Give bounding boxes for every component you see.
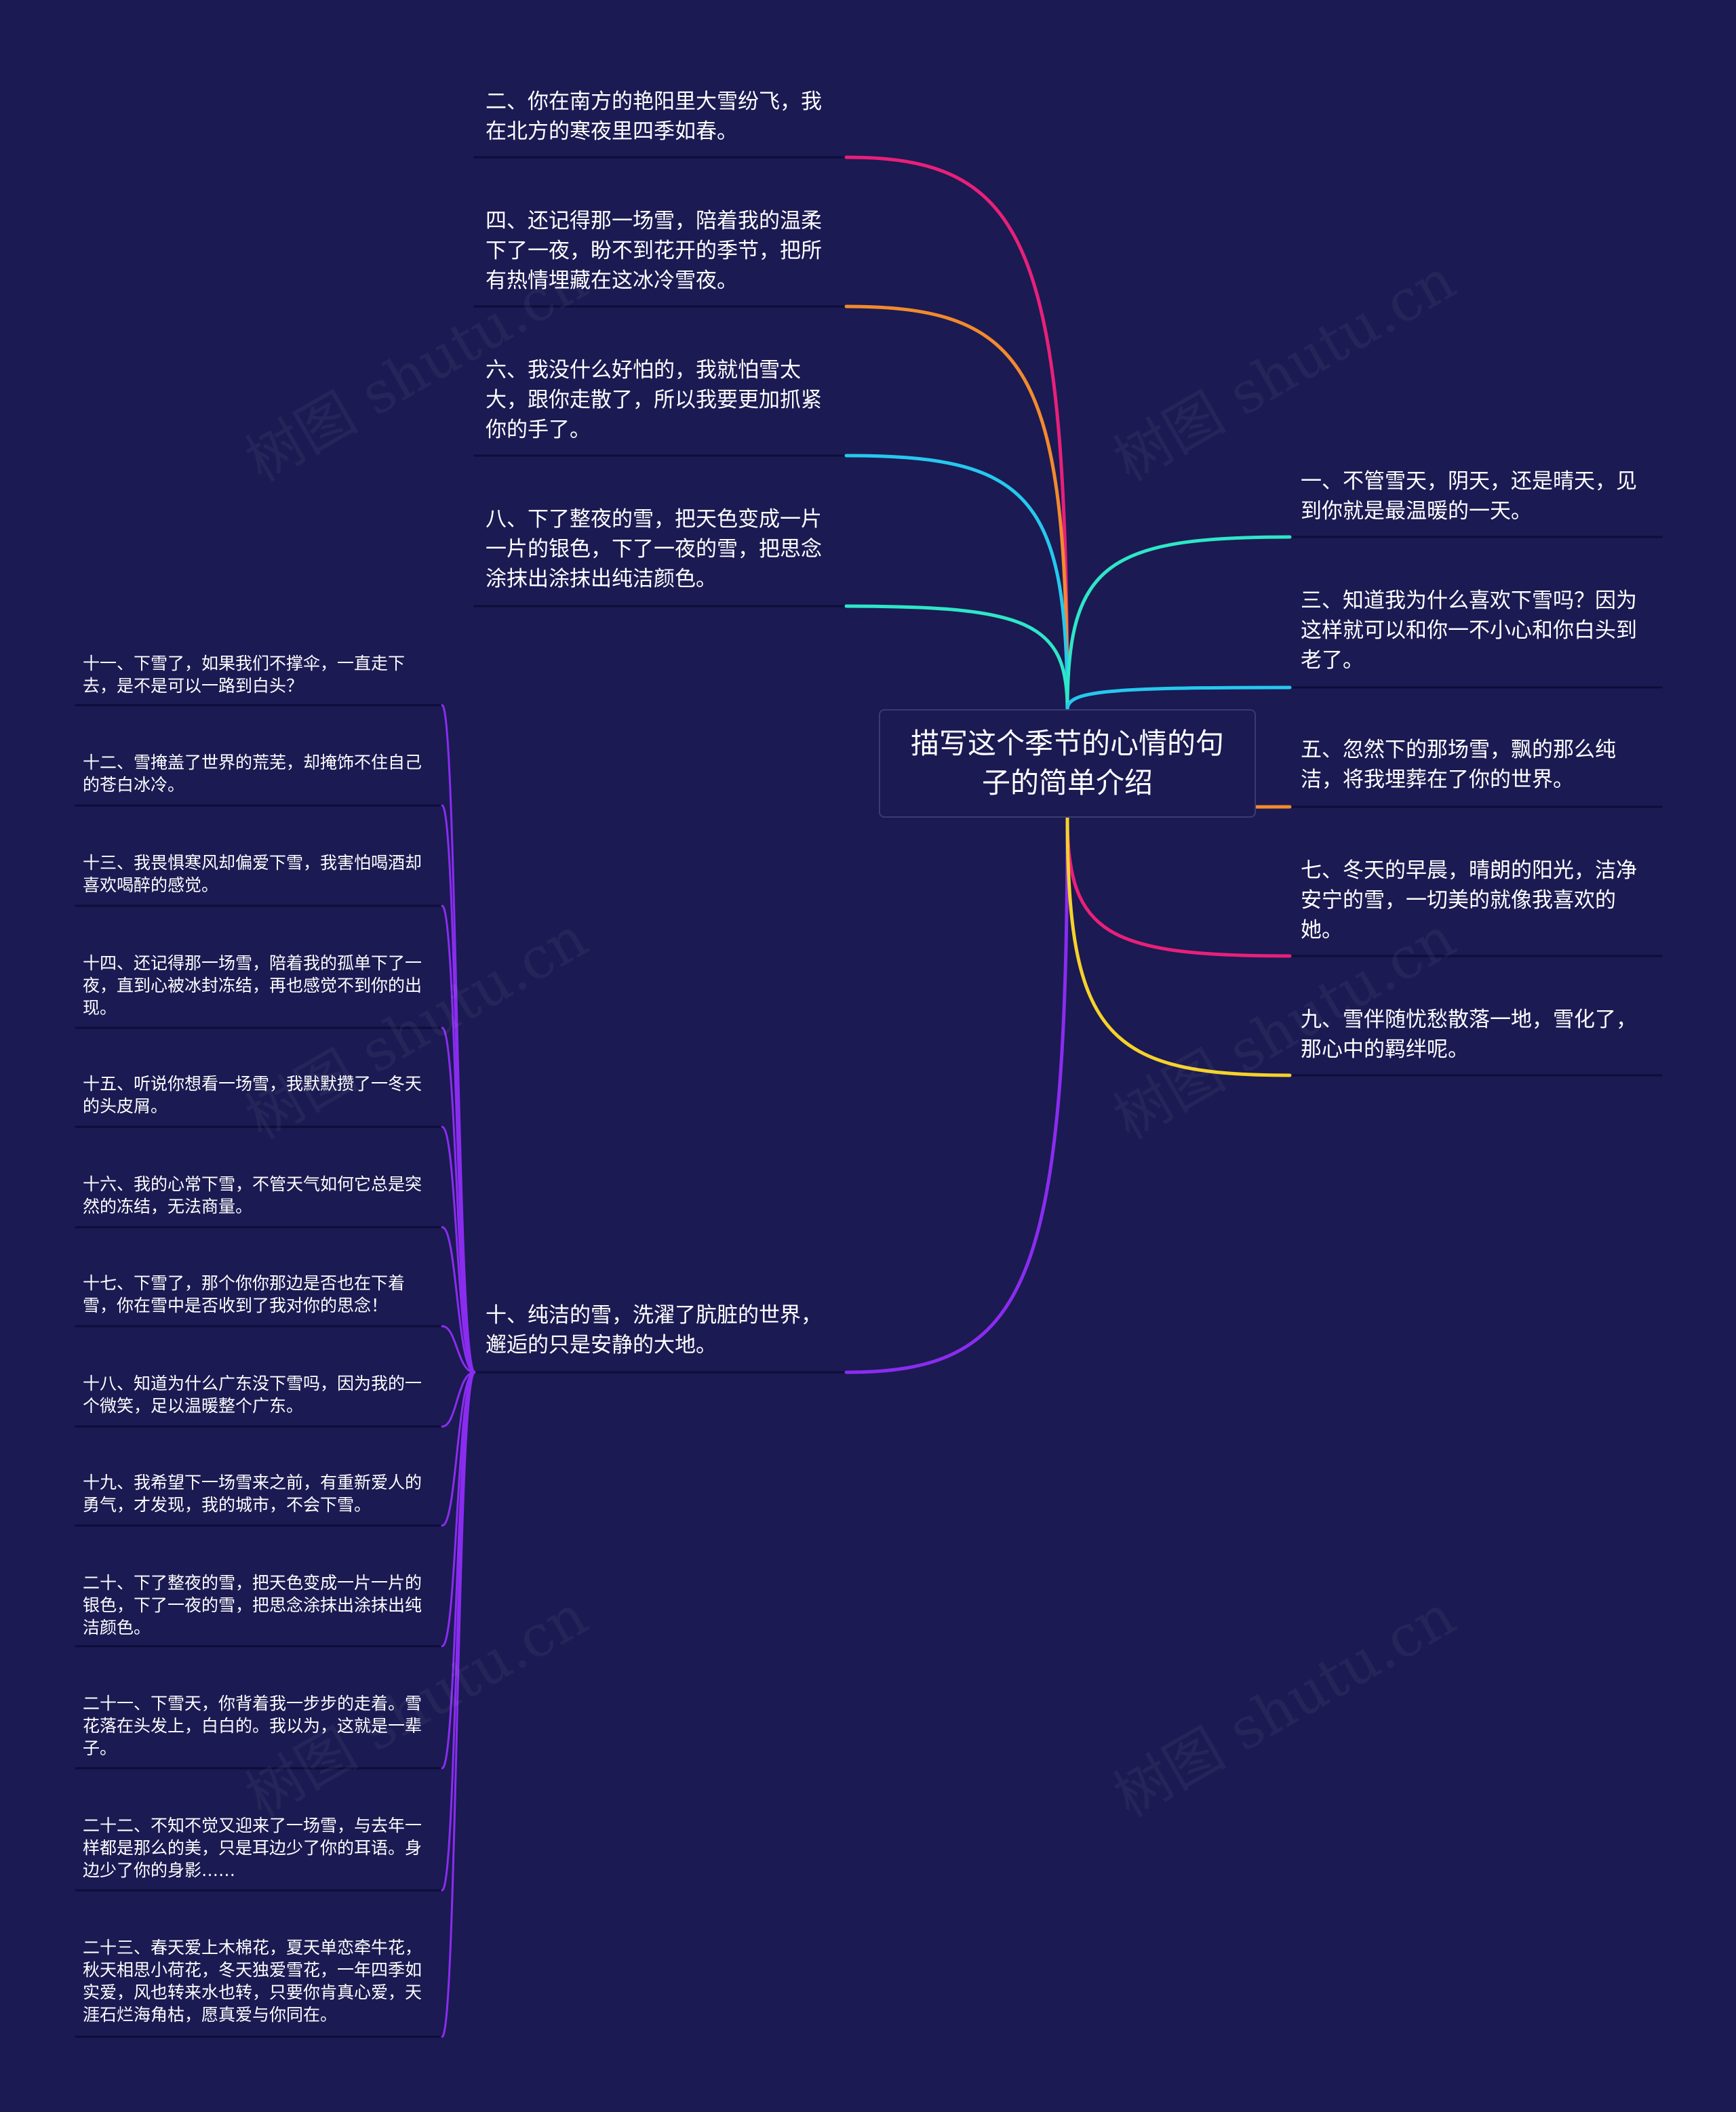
sub-branch-node[interactable]: 十二、雪掩盖了世界的荒芜，却掩饰不住自己的苍白冰冷。 <box>83 753 422 795</box>
sub-branch-connector <box>441 1371 476 2038</box>
sub-branch-node[interactable]: 十六、我的心常下雪，不管天气如何它总是突然的冻结，无法商量。 <box>83 1174 422 1216</box>
right-branch-connector <box>1065 816 1292 1077</box>
right-branch-node[interactable]: 九、雪伴随忧愁散落一地，雪化了，那心中的羁绊呢。 <box>1301 1008 1637 1062</box>
root-topic[interactable]: 描写这个季节的心情的句子的简单介绍 <box>879 709 1256 818</box>
right-branch-node[interactable]: 七、冬天的早晨，晴朗的阳光，洁净安宁的雪，一切美的就像我喜欢的她。 <box>1301 858 1637 942</box>
sub-branch-node[interactable]: 十三、我畏惧寒风却偏爱下雪，我害怕喝酒却喜欢喝醉的感觉。 <box>83 853 422 895</box>
right-branch-connector <box>1065 535 1292 711</box>
left-branch-connector <box>844 454 1069 711</box>
left-branch-connector <box>844 816 1069 1374</box>
left-branch-connector <box>844 304 1069 711</box>
sub-branch-node[interactable]: 十七、下雪了，那个你你那边是否也在下着雪，你在雪中是否收到了我对你的思念！ <box>83 1273 406 1315</box>
right-branch-node[interactable]: 五、忽然下的那场雪，飘的那么纯洁，将我埋葬在了你的世界。 <box>1301 738 1616 792</box>
right-branch-connector <box>1065 685 1292 711</box>
sub-branch-connector <box>441 1027 476 1374</box>
sub-branch-connector <box>441 1325 476 1374</box>
sub-branch-node[interactable]: 二十二、不知不觉又迎来了一场雪，与去年一样都是那么的美，只是耳边少了你的耳语。身… <box>83 1816 422 1880</box>
left-branch-node[interactable]: 八、下了整夜的雪，把天色变成一片一片的银色，下了一夜的雪，把思念涂抹出涂抹出纯洁… <box>486 507 822 591</box>
sub-branch-connector <box>441 804 476 1374</box>
left-branch-node[interactable]: 十、纯洁的雪，洗濯了肮脏的世界，邂逅的只是安静的大地。 <box>486 1303 822 1357</box>
left-branch-node[interactable]: 六、我没什么好怕的，我就怕雪太大，跟你走散了，所以我要更加抓紧你的手了。 <box>486 358 822 442</box>
sub-branch-node[interactable]: 十一、下雪了，如果我们不撑伞，一直走下去，是不是可以一路到白头？ <box>83 654 406 696</box>
right-branch-node[interactable]: 三、知道我为什么喜欢下雪吗？因为这样就可以和你一不小心和你白头到老了。 <box>1301 589 1637 673</box>
sub-branch-node[interactable]: 二十三、春天爱上木棉花，夏天单恋牵牛花，秋天相思小荷花，冬天独爱雪花，一年四季如… <box>83 1938 422 2025</box>
right-branch-connector <box>1065 816 1292 958</box>
sub-branch-node[interactable]: 十八、知道为什么广东没下雪吗，因为我的一个微笑，足以温暖整个广东。 <box>83 1374 422 1416</box>
sub-branch-node[interactable]: 十九、我希望下一场雪来之前，有重新爱人的勇气，才发现，我的城市，不会下雪。 <box>83 1473 422 1515</box>
right-branch-node[interactable]: 一、不管雪天，阴天，还是晴天，见到你就是最温暖的一天。 <box>1301 469 1637 523</box>
sub-branch-connector <box>441 1226 476 1374</box>
left-branch-node[interactable]: 二、你在南方的艳阳里大雪纷飞，我在北方的寒夜里四季如春。 <box>486 89 822 144</box>
sub-branch-connector <box>441 1371 476 1527</box>
left-branch-node[interactable]: 四、还记得那一场雪，陪着我的温柔下了一夜，盼不到花开的季节，把所有热情埋藏在这冰… <box>486 209 822 293</box>
sub-branch-connector <box>441 1371 476 1428</box>
left-branch-connector <box>844 155 1069 711</box>
sub-branch-connector <box>441 1125 476 1374</box>
sub-branch-node[interactable]: 二十、下了整夜的雪，把天色变成一片一片的银色，下了一夜的雪，把思念涂抹出涂抹出纯… <box>83 1573 422 1637</box>
left-branch-connector <box>844 604 1069 711</box>
sub-branch-node[interactable]: 二十一、下雪天，你背着我一步步的走着。雪花落在头发上，白白的。我以为，这就是一辈… <box>83 1694 422 1758</box>
sub-branch-node[interactable]: 十四、还记得那一场雪，陪着我的孤单下了一夜，直到心被冰封冻结，再也感觉不到你的出… <box>83 953 422 1018</box>
sub-branch-node[interactable]: 十五、听说你想看一场雪，我默默攒了一冬天的头皮屑。 <box>83 1074 422 1116</box>
